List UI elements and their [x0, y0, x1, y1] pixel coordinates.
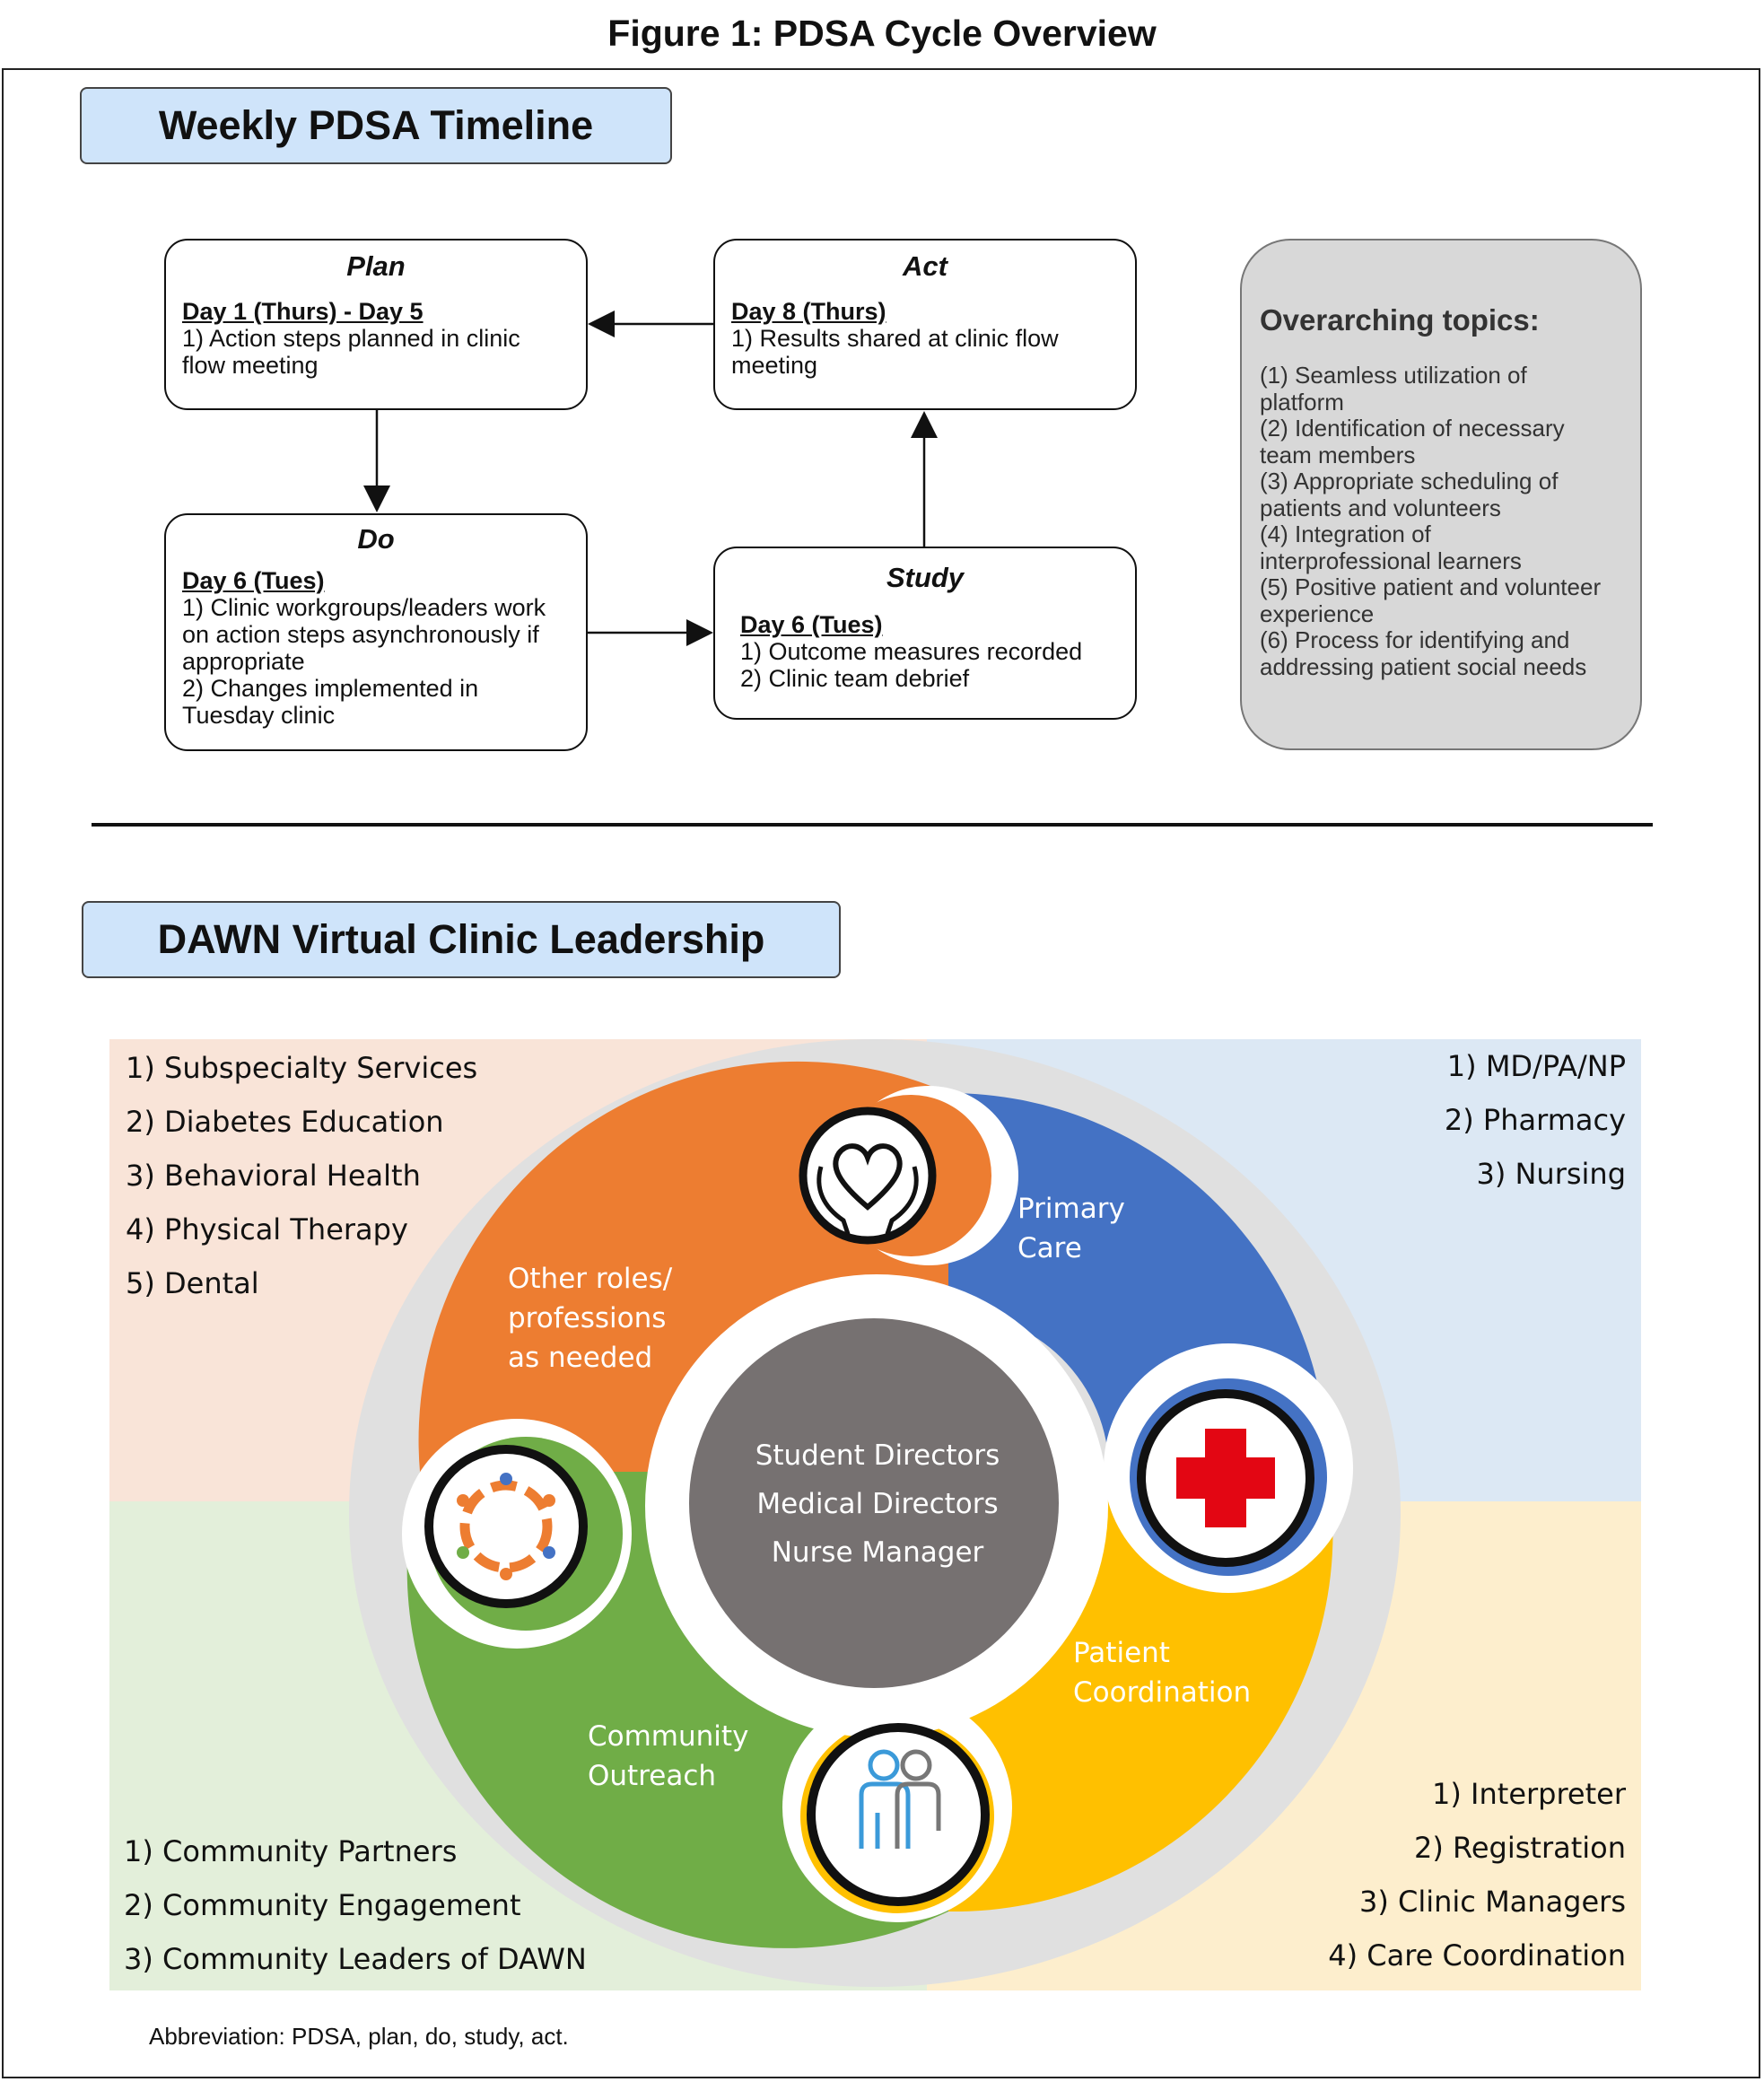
cycle-arrows	[363, 311, 938, 646]
act-line: meeting	[731, 352, 818, 379]
other-roles-label: as needed	[508, 1342, 652, 1374]
figure-title: Figure 1: PDSA Cycle Overview	[607, 13, 1157, 54]
plan-line: 1) Action steps planned in clinic	[182, 325, 520, 352]
topic-line: patients and volunteers	[1260, 494, 1501, 521]
do-line: Tuesday clinic	[182, 702, 336, 729]
study-heading: Study	[886, 562, 965, 593]
community-circle-icon	[424, 1445, 588, 1608]
do-line: 2) Changes implemented in	[182, 675, 479, 702]
other-roles-label: professions	[508, 1302, 666, 1334]
leadership-title: DAWN Virtual Clinic Leadership	[82, 901, 841, 978]
community-outreach-label: Community	[588, 1720, 748, 1753]
topic-line: team members	[1260, 441, 1416, 468]
study-day: Day 6 (Tues)	[740, 611, 883, 638]
overarching-topics-box: Overarching topics: (1) Seamless utiliza…	[1240, 239, 1642, 750]
list-item: 1) Subspecialty Services	[126, 1051, 478, 1085]
topic-line: platform	[1260, 388, 1344, 416]
abbreviation-note: Abbreviation: PDSA, plan, do, study, act…	[149, 2023, 569, 2050]
do-heading: Do	[357, 523, 395, 555]
list-item: 3) Behavioral Health	[126, 1159, 421, 1193]
plan-box: Plan Day 1 (Thurs) - Day 5 1) Action ste…	[164, 239, 588, 410]
section-divider	[92, 823, 1653, 827]
topic-line: (6) Process for identifying and	[1260, 626, 1570, 653]
topic-line: interprofessional learners	[1260, 547, 1522, 574]
caregiver-people-icon	[807, 1723, 990, 1906]
list-item: 2) Registration	[1414, 1831, 1626, 1865]
topic-line: (5) Positive patient and volunteer	[1260, 573, 1602, 600]
list-item: 5) Dental	[126, 1266, 259, 1300]
do-line: on action steps asynchronously if	[182, 621, 539, 648]
plan-day: Day 1 (Thurs) - Day 5	[182, 298, 424, 325]
center-label: Nurse Manager	[772, 1536, 984, 1569]
topic-line: (2) Identification of necessary	[1260, 415, 1565, 442]
plan-line: flow meeting	[182, 352, 319, 379]
list-item: 2) Pharmacy	[1444, 1103, 1626, 1137]
list-item: 2) Diabetes Education	[126, 1105, 444, 1139]
act-box: Act Day 8 (Thurs) 1) Results shared at c…	[713, 239, 1137, 410]
study-box: Study Day 6 (Tues) 1) Outcome measures r…	[713, 547, 1137, 720]
list-item: 3) Community Leaders of DAWN	[124, 1942, 587, 1976]
bottom-left-list: 1) Community Partners 2) Community Engag…	[124, 1824, 587, 1986]
topic-line: experience	[1260, 599, 1375, 627]
topic-line: (4) Integration of	[1260, 520, 1431, 547]
patient-coordination-label: Patient	[1073, 1637, 1170, 1669]
list-item: 4) Physical Therapy	[126, 1212, 408, 1247]
center-label: Student Directors	[755, 1439, 1000, 1472]
study-line: 1) Outcome measures recorded	[740, 638, 1083, 665]
topics-heading: Overarching topics:	[1260, 303, 1540, 337]
topic-line: addressing patient social needs	[1260, 652, 1587, 680]
do-box: Do Day 6 (Tues) 1) Clinic workgroups/lea…	[164, 513, 588, 751]
list-item: 3) Clinic Managers	[1358, 1885, 1626, 1919]
red-cross-icon	[1137, 1389, 1314, 1567]
other-roles-label: Other roles/	[508, 1263, 673, 1295]
heart-in-hands-icon	[799, 1107, 937, 1245]
top-left-list: 1) Subspecialty Services 2) Diabetes Edu…	[126, 1041, 477, 1310]
do-day: Day 6 (Tues)	[182, 567, 325, 594]
list-item: 3) Nursing	[1476, 1157, 1626, 1191]
primary-care-label: Care	[1017, 1232, 1082, 1264]
topic-line: (1) Seamless utilization of	[1260, 362, 1527, 389]
list-item: 1) MD/PA/NP	[1446, 1049, 1626, 1083]
bottom-right-list: 1) Interpreter 2) Registration 3) Clinic…	[1328, 1767, 1626, 1982]
act-heading: Act	[903, 250, 947, 282]
center-label: Medical Directors	[756, 1488, 998, 1520]
patient-coordination-label: Coordination	[1073, 1676, 1251, 1709]
community-outreach-label: Outreach	[588, 1760, 716, 1792]
timeline-title: Weekly PDSA Timeline	[80, 87, 672, 164]
do-line: appropriate	[182, 648, 305, 675]
topic-line: (3) Appropriate scheduling of	[1260, 468, 1559, 494]
act-line: 1) Results shared at clinic flow	[731, 325, 1059, 352]
study-line: 2) Clinic team debrief	[740, 665, 970, 692]
list-item: 1) Community Partners	[124, 1834, 458, 1868]
top-right-list: 1) MD/PA/NP 2) Pharmacy 3) Nursing	[1445, 1039, 1626, 1201]
plan-heading: Plan	[346, 250, 406, 282]
act-day: Day 8 (Thurs)	[731, 298, 886, 325]
list-item: 2) Community Engagement	[124, 1888, 521, 1922]
do-line: 1) Clinic workgroups/leaders work	[182, 594, 546, 621]
list-item: 4) Care Coordination	[1328, 1938, 1626, 1973]
center-circle	[689, 1318, 1059, 1688]
list-item: 1) Interpreter	[1432, 1777, 1626, 1811]
primary-care-label: Primary	[1017, 1193, 1125, 1225]
figure-frame	[2, 68, 1760, 2078]
